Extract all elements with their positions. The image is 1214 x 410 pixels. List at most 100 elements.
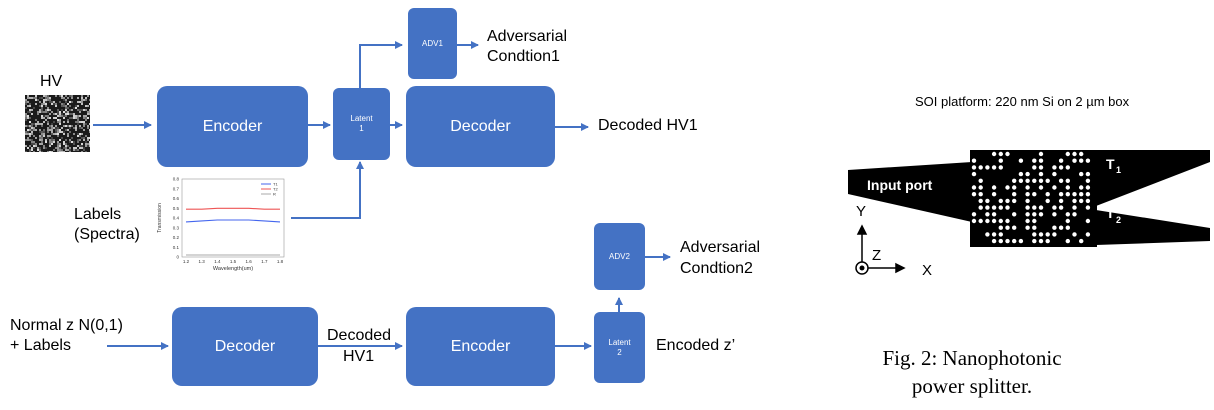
- design-hole: [978, 185, 983, 190]
- design-hole: [1079, 158, 1084, 163]
- legend-label: T2: [273, 187, 278, 192]
- design-hole: [1065, 151, 1070, 157]
- decoder-label: Decoder: [450, 117, 511, 135]
- design-hole: [1072, 205, 1077, 210]
- labels-line1: Labels: [74, 206, 122, 223]
- latent1-block: Latent 1: [333, 88, 390, 160]
- t1-label: T: [1106, 156, 1115, 172]
- design-hole: [978, 205, 983, 210]
- design-hole: [1058, 198, 1064, 204]
- design-hole: [998, 198, 1003, 204]
- design-hole: [1052, 212, 1057, 217]
- plot-xtick: 1.7: [261, 259, 268, 264]
- design-hole: [1052, 225, 1057, 230]
- design-hole: [1025, 178, 1030, 183]
- design-hole: [1085, 192, 1091, 197]
- adv1-output-line1: Adversarial: [487, 28, 568, 45]
- design-hole: [1038, 205, 1044, 210]
- axes: [855, 224, 906, 275]
- plot-xtick: 1.2: [183, 259, 190, 264]
- plot-xtick: 1.8: [277, 259, 284, 264]
- latent2-block: Latent 2: [594, 312, 645, 383]
- design-hole: [1065, 238, 1070, 244]
- decoder2-label: Decoder: [214, 337, 276, 355]
- design-hole: [991, 192, 997, 197]
- splitter-device: Input port T 1 T 2 Y Z X: [848, 150, 1210, 279]
- latent1-label-line2: 1: [359, 124, 364, 133]
- t2-label: T: [1106, 205, 1115, 221]
- design-hole: [1072, 198, 1077, 204]
- plot-ytick: 0.7: [173, 186, 180, 191]
- input-waveguide: [848, 162, 972, 222]
- plot-ytick: 0.3: [173, 225, 180, 230]
- t1-subscript: 1: [1116, 165, 1121, 175]
- plot-xtick: 1.3: [199, 259, 206, 264]
- design-hole: [1072, 192, 1077, 197]
- plot-frame: [181, 178, 285, 258]
- design-hole: [998, 205, 1003, 210]
- design-hole: [985, 218, 990, 224]
- design-hole: [1012, 185, 1017, 190]
- mid-label-line2: HV1: [343, 348, 375, 365]
- design-hole: [998, 151, 1003, 157]
- design-hole: [971, 171, 977, 177]
- design-hole: [1032, 205, 1037, 210]
- design-hole: [998, 218, 1003, 224]
- design-hole: [985, 198, 990, 204]
- design-hole: [1072, 158, 1077, 163]
- encoder2-block: Encoder: [406, 307, 555, 386]
- design-hole: [1058, 165, 1064, 170]
- design-hole: [1025, 171, 1030, 177]
- design-hole: [1012, 178, 1017, 183]
- adv2-label: ADV2: [609, 251, 630, 261]
- design-hole: [1025, 185, 1030, 190]
- design-hole: [1065, 218, 1070, 224]
- design-hole: [1005, 218, 1010, 224]
- plot-ytick: 0.1: [173, 245, 180, 250]
- design-hole: [991, 165, 997, 170]
- design-hole: [1038, 151, 1044, 157]
- design-hole: [1079, 171, 1084, 177]
- design-hole: [1052, 185, 1057, 190]
- design-hole: [971, 192, 977, 197]
- plot-ytick: 0.6: [173, 196, 180, 201]
- decoder-block: Decoder: [406, 86, 555, 167]
- design-hole: [998, 158, 1003, 163]
- design-hole: [1012, 225, 1017, 230]
- latent2-label-line2: 2: [617, 347, 622, 357]
- design-hole: [1079, 185, 1084, 190]
- design-hole: [998, 165, 1003, 170]
- design-hole: [1038, 158, 1044, 163]
- design-hole: [1032, 178, 1037, 183]
- design-hole: [985, 232, 990, 237]
- design-hole: [1038, 165, 1044, 170]
- design-hole: [998, 232, 1003, 237]
- design-hole: [1032, 225, 1037, 230]
- design-hole: [1085, 185, 1091, 190]
- design-hole: [1018, 238, 1024, 244]
- design-hole: [1025, 192, 1030, 197]
- adv2-output-line1: Adversarial: [680, 239, 761, 256]
- design-hole: [1005, 185, 1010, 190]
- legend-label: R: [273, 192, 276, 197]
- design-hole: [1032, 238, 1037, 244]
- design-hole: [1072, 212, 1077, 217]
- design-hole: [991, 212, 997, 217]
- design-hole: [1085, 218, 1091, 224]
- design-hole: [991, 185, 997, 190]
- design-hole: [971, 212, 977, 217]
- design-hole: [991, 232, 997, 237]
- design-hole: [1072, 232, 1077, 237]
- encoder-label: Encoder: [202, 117, 263, 135]
- mid-label-line1: Decoded: [327, 327, 392, 344]
- design-hole: [991, 205, 997, 210]
- caption-line2: power splitter.: [911, 374, 1033, 398]
- design-hole: [1085, 158, 1091, 163]
- design-hole: [998, 225, 1003, 230]
- design-hole: [1045, 238, 1050, 244]
- design-hole: [1045, 178, 1050, 183]
- design-hole: [1065, 165, 1070, 170]
- design-hole: [1052, 171, 1057, 177]
- design-hole: [1045, 198, 1050, 204]
